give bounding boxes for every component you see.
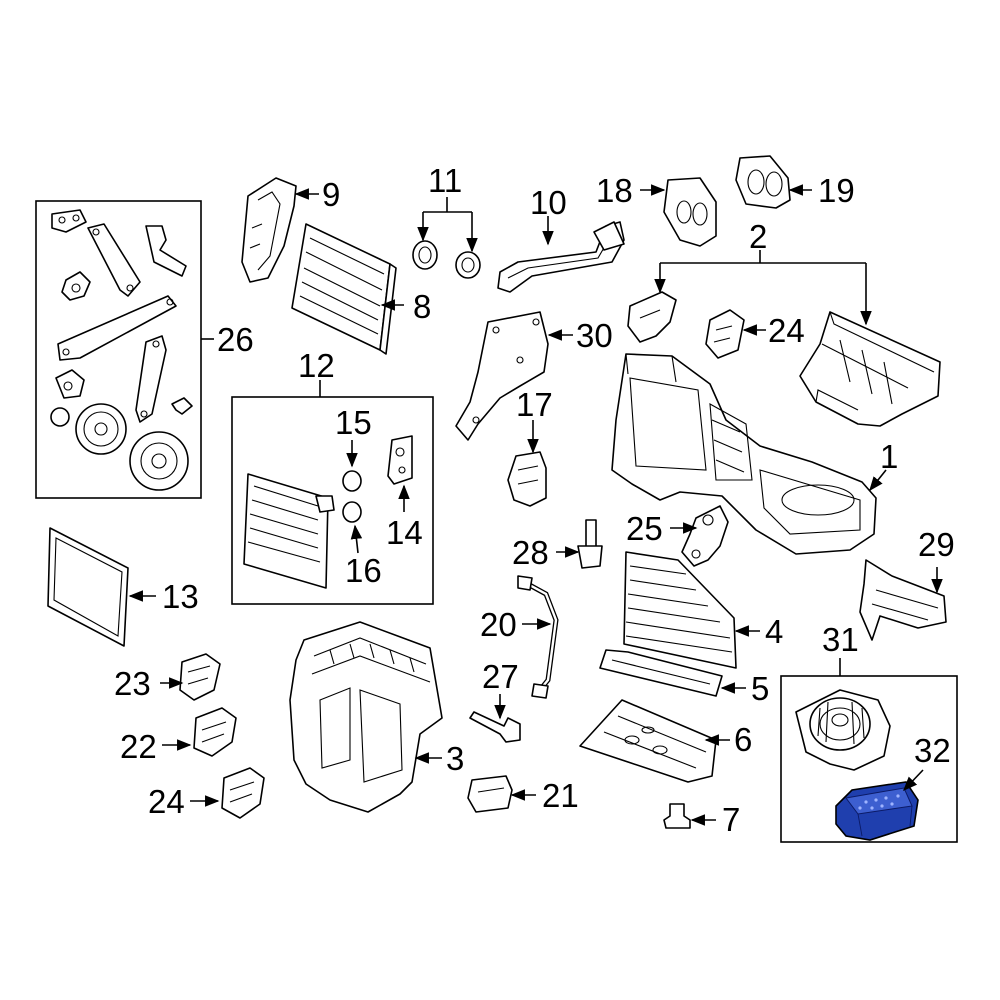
part-15-o-ring[interactable] (342, 470, 362, 492)
part-25-actuator[interactable] (681, 505, 729, 567)
callout-19: 19 (818, 172, 855, 209)
callout-4: 4 (765, 613, 783, 650)
callout-31: 31 (822, 621, 859, 658)
part-11-seals[interactable] (412, 240, 481, 279)
callout-17: 17 (516, 386, 553, 423)
callout-2: 2 (749, 218, 767, 255)
part-17-switch[interactable] (507, 451, 547, 507)
group-box-12 (231, 396, 434, 605)
part-32-blower-resistor[interactable] (835, 781, 919, 841)
part-20-hose[interactable] (517, 575, 559, 699)
part-18-gasket[interactable] (663, 177, 717, 247)
callout-21: 21 (542, 777, 579, 814)
callout-22: 22 (120, 728, 157, 765)
callout-25: 25 (626, 510, 663, 547)
callout-23: 23 (114, 665, 151, 702)
callout-24-lower: 24 (148, 783, 185, 820)
part-21-sensor[interactable] (467, 775, 513, 813)
part-23-clip[interactable] (179, 653, 221, 701)
callout-27: 27 (482, 658, 519, 695)
callout-12: 12 (298, 347, 335, 384)
part-26-linkage-kit[interactable] (50, 209, 193, 491)
callout-7: 7 (722, 801, 740, 838)
callout-18: 18 (596, 172, 633, 209)
part-22-clip[interactable] (193, 707, 237, 757)
part-9-bracket[interactable] (241, 177, 297, 283)
part-2-bracket[interactable] (627, 291, 677, 343)
callout-26: 26 (217, 321, 254, 358)
callout-30: 30 (576, 317, 613, 354)
callout-13: 13 (162, 578, 199, 615)
callout-9: 9 (322, 176, 340, 213)
callout-16: 16 (345, 552, 382, 589)
callout-28: 28 (512, 534, 549, 571)
part-1-hvac-housing[interactable] (611, 353, 877, 555)
callout-8: 8 (413, 288, 431, 325)
part-13-cabin-filter[interactable] (47, 527, 129, 647)
part-30-bracket[interactable] (455, 311, 549, 441)
group-box-31 (780, 675, 958, 843)
callout-5: 5 (751, 670, 769, 707)
part-7-grommet[interactable] (663, 803, 691, 829)
callout-10: 10 (530, 184, 567, 221)
part-29-duct[interactable] (859, 559, 947, 641)
callout-29: 29 (918, 526, 955, 563)
part-19-gasket[interactable] (735, 155, 791, 209)
part-31-blower-motor[interactable] (795, 689, 891, 771)
part-28-sensor[interactable] (577, 519, 603, 569)
part-12-evaporator[interactable] (243, 473, 335, 589)
callout-3: 3 (446, 740, 464, 777)
part-16-o-ring[interactable] (342, 501, 362, 523)
group-box-26 (35, 200, 202, 499)
part-4-filter-element[interactable] (623, 551, 737, 669)
callout-24-upper: 24 (768, 312, 805, 349)
callout-32: 32 (914, 732, 951, 769)
callout-11: 11 (428, 162, 462, 199)
part-10-pipe[interactable] (497, 221, 625, 293)
part-27-sensor[interactable] (469, 711, 521, 743)
part-24-bracket-upper[interactable] (705, 309, 745, 359)
part-8-heater-core[interactable] (291, 223, 397, 355)
callout-1: 1 (880, 438, 898, 475)
part-24-bracket-lower[interactable] (221, 767, 265, 819)
callout-6: 6 (734, 721, 752, 758)
part-3-lower-housing[interactable] (289, 621, 443, 813)
part-14-expansion-valve[interactable] (387, 435, 413, 485)
part-2-air-duct[interactable] (799, 311, 941, 427)
callout-14: 14 (386, 514, 423, 551)
part-6-tray[interactable] (579, 699, 717, 783)
callout-20: 20 (480, 606, 517, 643)
part-5-seal[interactable] (599, 649, 723, 697)
callout-15: 15 (335, 404, 372, 441)
